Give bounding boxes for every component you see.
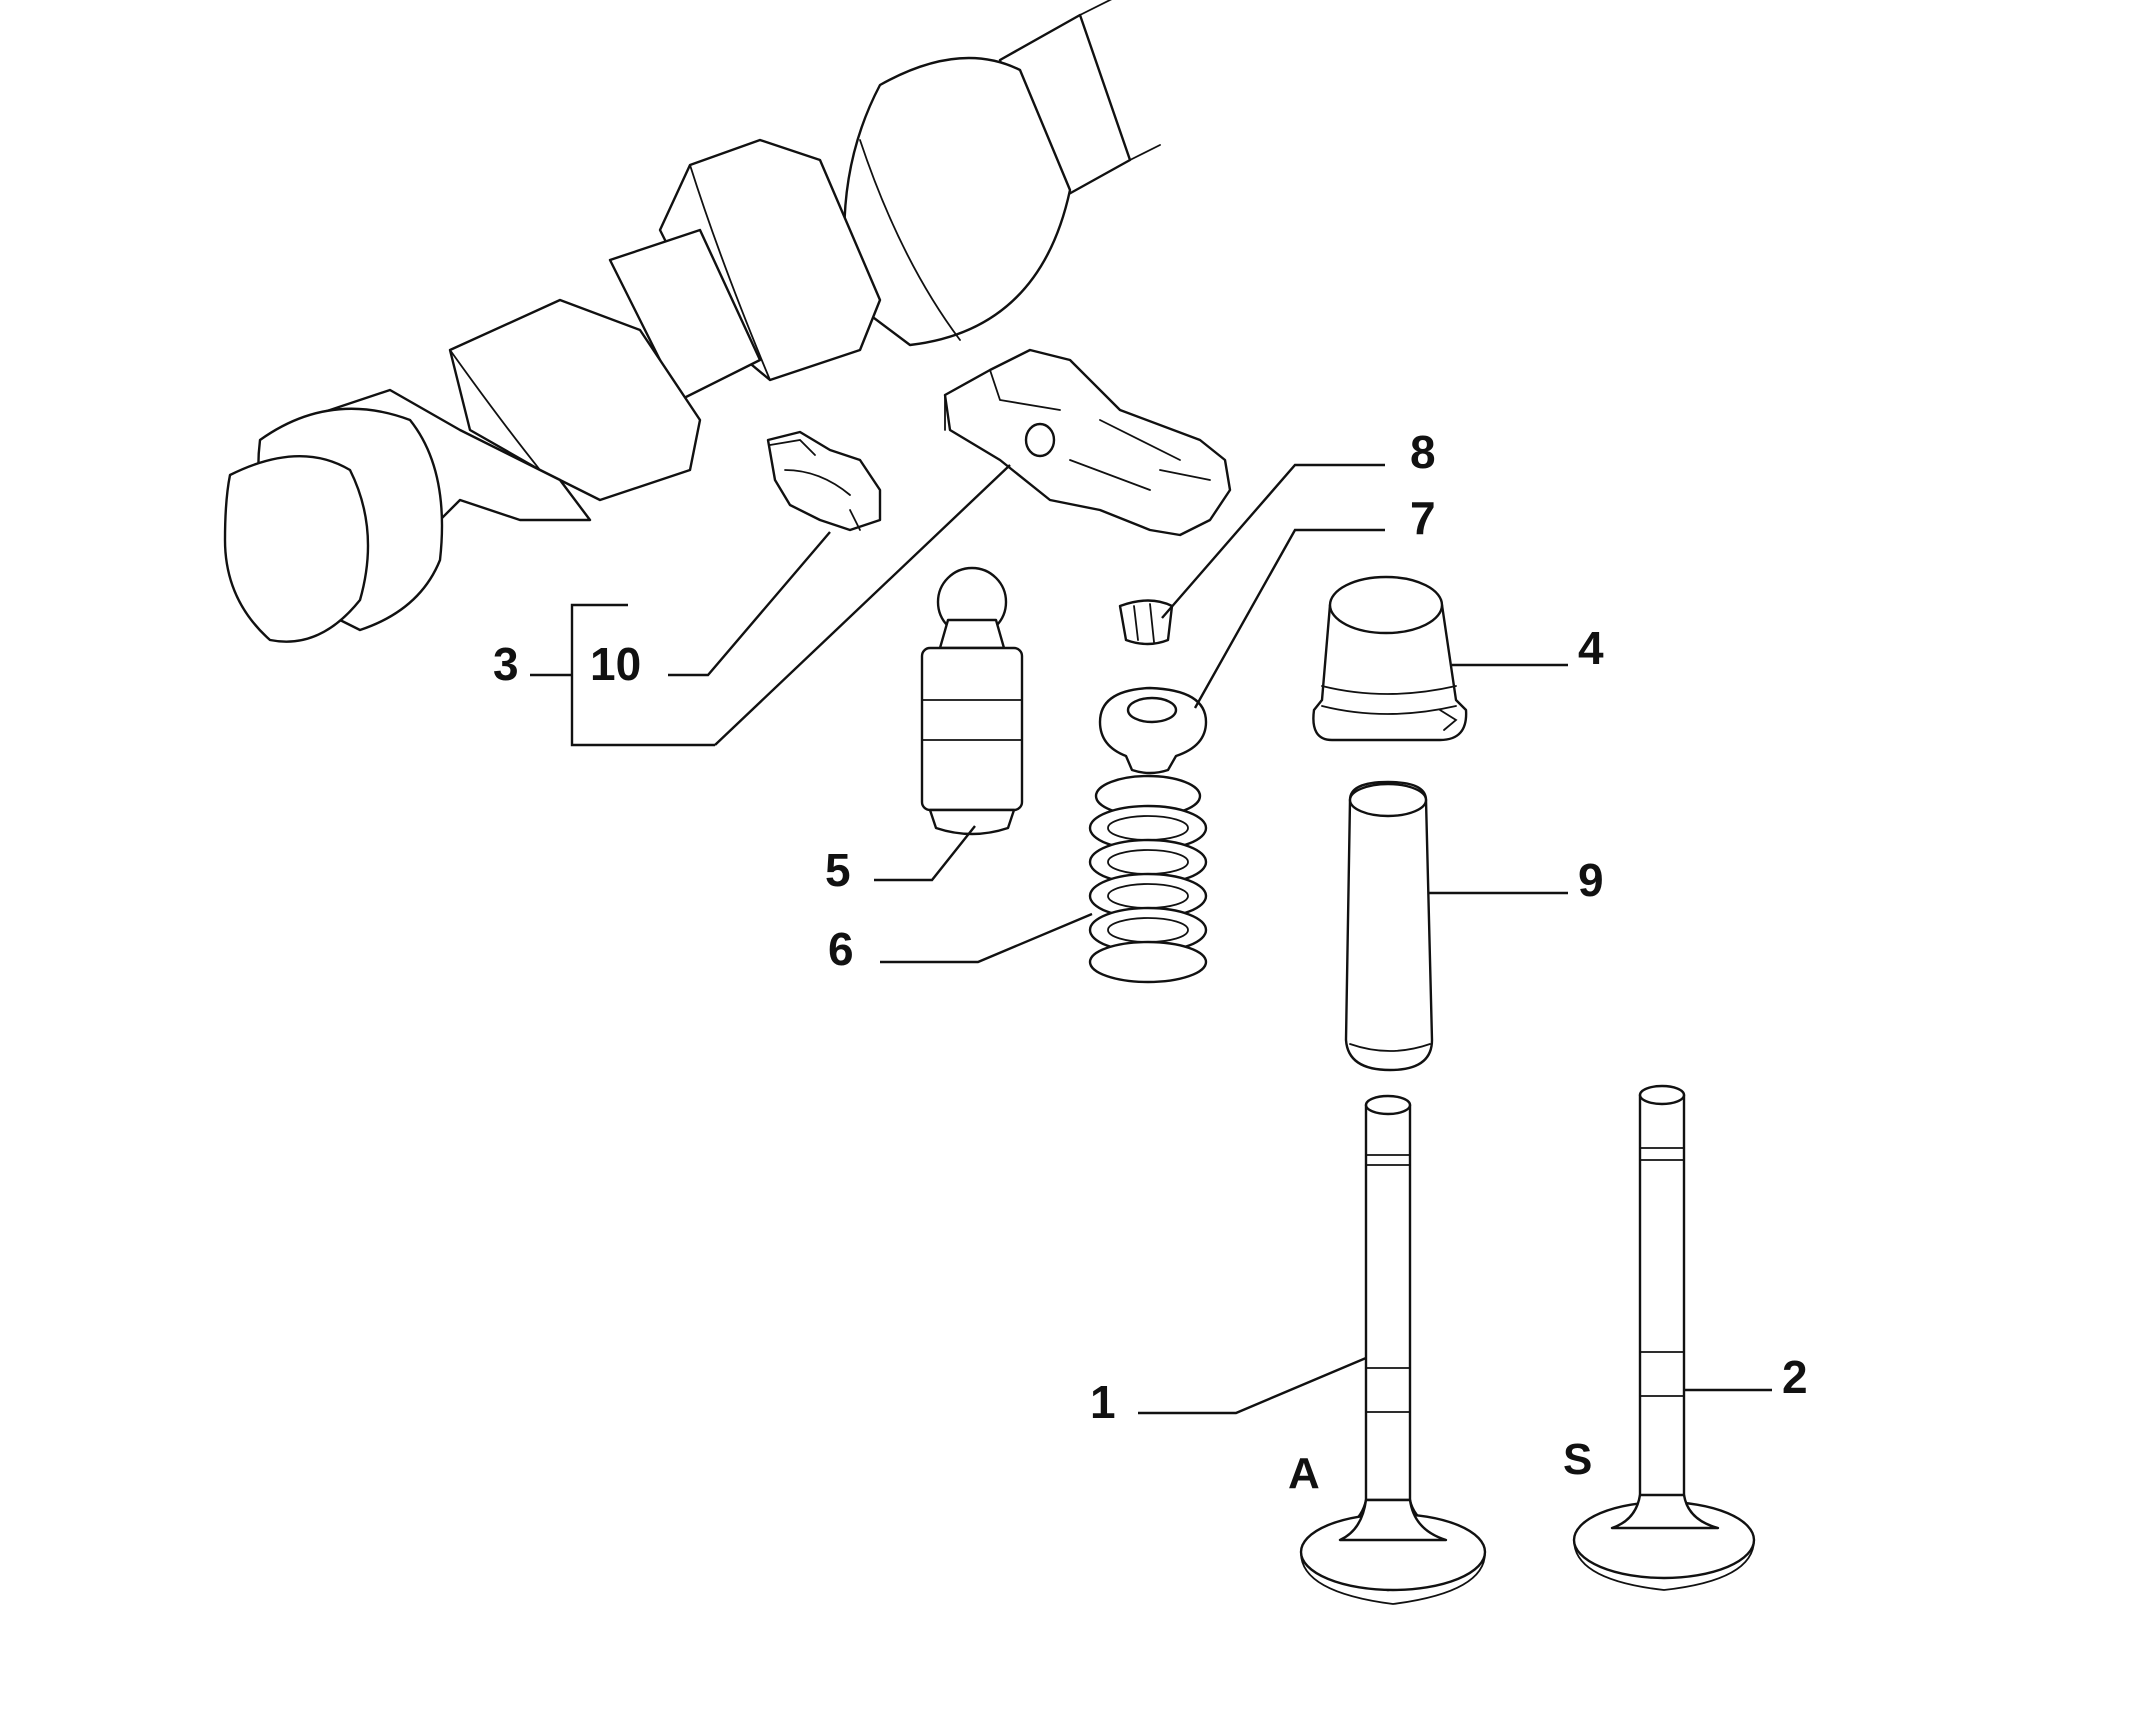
leader-8: [1161, 463, 1385, 619]
roller-finger-rocker: [943, 348, 1232, 537]
rocker-clip: [766, 430, 882, 532]
leader-1: [1138, 1356, 1367, 1415]
intake-marker: A: [1288, 1449, 1320, 1498]
callout-4: 4: [1578, 622, 1604, 674]
valve-stem-seal: [1312, 575, 1468, 742]
leader-3: [714, 464, 1011, 746]
callout-5: 5: [825, 844, 851, 896]
exhaust-valve: [1572, 1084, 1756, 1591]
callout-7: 7: [1410, 492, 1436, 544]
intake-valve: [1299, 1094, 1487, 1605]
leader-7: [1193, 528, 1385, 709]
valve-spring: [1088, 774, 1208, 984]
leader-6: [880, 912, 1093, 964]
callout-6: 6: [828, 923, 854, 975]
hydraulic-lash-adjuster: [920, 566, 1024, 836]
leader-10: [668, 531, 831, 677]
callout-2: 2: [1782, 1351, 1808, 1403]
callout-3: 3: [493, 638, 519, 690]
valve-guide: [1344, 780, 1434, 1072]
callout-8: 8: [1410, 426, 1436, 478]
camshaft: [223, 0, 1161, 643]
valve-type-markers: A S: [1288, 1435, 1592, 1498]
callout-10: 10: [590, 638, 641, 690]
exhaust-marker: S: [1563, 1435, 1592, 1484]
callout-labels: 3 10 8 7 4 5 6 9 1 2: [493, 426, 1808, 1428]
spring-retainer: [1098, 686, 1208, 775]
leader-lines: [530, 463, 1772, 1415]
valve-collet: [1118, 599, 1174, 646]
callout-9: 9: [1578, 854, 1604, 906]
leader-5: [874, 825, 976, 882]
callout-1: 1: [1090, 1376, 1116, 1428]
